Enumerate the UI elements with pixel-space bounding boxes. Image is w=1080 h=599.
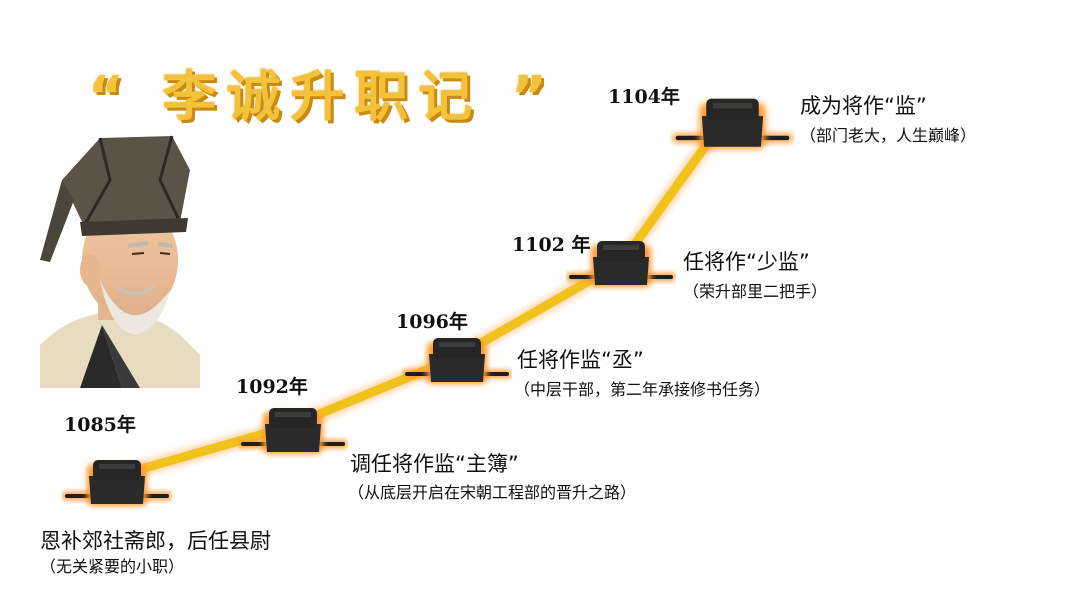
stage-title: 成为将作“监” (800, 94, 927, 118)
stage-note: （部门老大，人生巅峰） (800, 126, 977, 145)
year-label: 1092年 (236, 376, 308, 398)
stage-note: （从底层开启在宋朝工程部的晋升之路） (348, 483, 637, 502)
official-hat-icon (402, 338, 512, 384)
year-label: 1096年 (396, 311, 468, 333)
stage-note: （中层干部，第二年承接修书任务） (514, 380, 771, 399)
year-label: 1085年 (64, 414, 136, 436)
promotion-line (105, 107, 735, 483)
official-hat-icon (672, 99, 792, 149)
stage-note: （荣升部里二把手） (683, 282, 828, 301)
stage-note: （无关紧要的小职） (40, 557, 185, 576)
stage-title: 任将作监“丞” (517, 348, 644, 372)
portrait-icon (40, 135, 200, 388)
year-label: 1104年 (608, 86, 680, 108)
stage-title: 恩补郊社斋郎，后任县尉 (40, 529, 271, 553)
diagram-title: “ 李诚升职记 ” (88, 65, 557, 128)
stage-title: 任将作“少监” (683, 250, 810, 274)
stage-title: 调任将作监“主簿” (350, 452, 519, 476)
year-label: 1102 年 (512, 234, 591, 256)
